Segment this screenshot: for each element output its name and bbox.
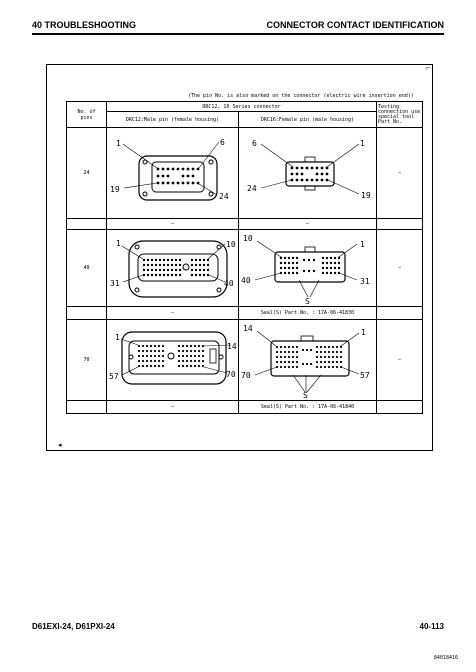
male-40-label-31: 31 [110, 279, 120, 288]
male-40-connector-svg: 1 10 31 40 [110, 239, 236, 298]
tool-40: – [376, 229, 423, 307]
male-24-label-19: 19 [110, 185, 120, 194]
male-70-connector-svg: 1 14 57 70 [109, 331, 237, 385]
female-70-caption: Seal(S) Part No. : 17A-06-41840 [238, 400, 377, 414]
female-70-diagram: 14 1 70 57 S [238, 319, 377, 401]
male-24-label-1: 1 [116, 139, 121, 148]
female-70-label-57: 57 [360, 371, 370, 380]
female-70-label-14: 14 [243, 324, 253, 333]
header-rule [32, 33, 444, 35]
header-tool: Testing connection use special tool Part… [376, 101, 423, 128]
female-24-diagram: 6 1 24 19 [238, 127, 377, 219]
pins-40: 40 [66, 229, 107, 307]
connector-table: No. of pins DRC12, 16 Series connector T… [66, 101, 423, 414]
header-series: DRC12, 16 Series connector [106, 101, 377, 112]
figure-frame [46, 64, 433, 451]
female-24-label-6: 6 [252, 139, 257, 148]
male-24-caption: – [106, 218, 239, 230]
page-title: CONNECTOR CONTACT IDENTIFICATION [266, 20, 445, 30]
pins-24: 24 [66, 127, 107, 219]
male-40-caption: – [106, 306, 239, 320]
male-70-caption: – [106, 400, 239, 414]
pins-70: 70 [66, 319, 107, 401]
female-40-label-seal: S [305, 297, 310, 304]
tool-24: – [376, 127, 423, 219]
male-70-label-1: 1 [115, 333, 120, 342]
male-40-label-1: 1 [116, 239, 121, 248]
male-40-label-10: 10 [226, 240, 236, 249]
female-40-caption: Seal(S) Part No. : 17A-06-41830 [238, 306, 377, 320]
pin-number-note: (The pin No. is also marked on the conne… [188, 93, 414, 99]
male-40-label-40: 40 [224, 279, 234, 288]
tool-70: – [376, 319, 423, 401]
female-24-label-24: 24 [247, 184, 257, 193]
frame-corner-mark: ⌐ [426, 65, 431, 72]
male-70-label-57: 57 [109, 372, 119, 381]
female-40-label-31: 31 [360, 277, 370, 286]
male-70-label-70: 70 [226, 370, 236, 379]
page-header: 40 TROUBLESHOOTING CONNECTOR CONTACT IDE… [32, 20, 444, 34]
page-number: 40-113 [419, 622, 444, 631]
female-24-label-19: 19 [361, 191, 371, 200]
female-40-label-10: 10 [243, 234, 253, 243]
female-70-label-seal: S [303, 391, 308, 398]
female-40-connector-svg: 10 1 40 31 S [241, 234, 370, 306]
frame-corner-mark: ◂ [58, 442, 62, 449]
male-70-diagram: 1 14 57 70 [106, 319, 239, 401]
female-40-label-40: 40 [241, 276, 251, 285]
male-24-label-6: 6 [220, 138, 225, 147]
female-70-label-1: 1 [361, 328, 366, 337]
header-male: DRC12:Male pin (female housing) [106, 111, 239, 128]
female-24-label-1: 1 [360, 139, 365, 148]
female-40-diagram: 10 1 40 31 S [238, 229, 377, 307]
male-24-connector-svg: 1 6 19 24 [110, 138, 229, 201]
male-24-diagram: 1 6 19 24 [106, 127, 239, 219]
model-name: D61EXI-24, D61PXI-24 [32, 622, 115, 631]
female-70-label-70: 70 [241, 371, 251, 380]
male-40-diagram: 1 10 31 40 [106, 229, 239, 307]
male-70-label-14: 14 [227, 342, 237, 351]
section-title: 40 TROUBLESHOOTING [32, 20, 137, 30]
header-no-of-pins: No. of pins [66, 101, 107, 128]
female-24-connector-svg: 6 1 24 19 [247, 139, 371, 200]
male-24-label-24: 24 [219, 192, 229, 201]
header-female: DRC16:Female pin (male housing) [238, 111, 377, 128]
female-70-connector-svg: 14 1 70 57 S [241, 324, 370, 400]
figure-code: 84018416 [433, 655, 458, 661]
female-24-caption: – [238, 218, 377, 230]
female-40-label-1: 1 [360, 240, 365, 249]
